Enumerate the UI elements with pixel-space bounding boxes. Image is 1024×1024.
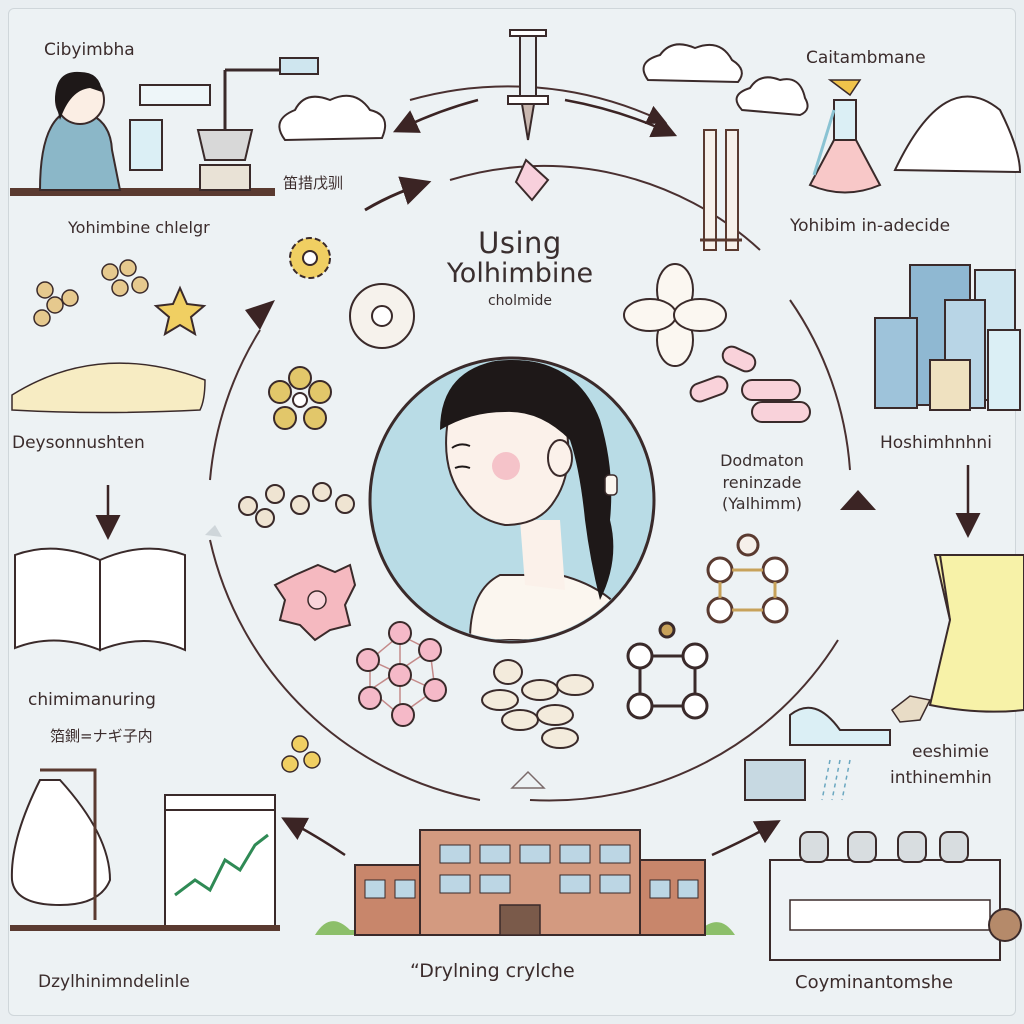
beaker-icon [890,554,1024,723]
center-right-line-1: Dodmaton [720,451,804,470]
pink-gear-icon [273,563,357,642]
label-right-lower-2: inthinemhin [890,768,992,788]
ring-molecule-icon [706,533,789,624]
label-bottom-center: “Drylning crylche [410,960,575,982]
label-right-mid: Hoshimhnhni [880,433,992,453]
powder-bag-icon [10,768,280,931]
label-top-right: Caitambmane [806,48,926,68]
label-top-left: Cibyimbha [44,40,135,60]
flow-arrows [95,98,981,857]
label-bottom-right: Coyminantomshe [795,972,954,993]
portrait-woman [368,356,656,644]
title-line-3: cholmide [487,293,553,309]
capsules-icon [689,345,811,423]
pills-pile-icon [481,659,594,749]
star-icon [153,285,207,337]
label-top-center-small: 笛措戊驯 [283,174,344,192]
lab-scene-top-left [10,57,319,196]
cycle-ring [205,85,876,802]
cloud-icon [278,43,809,142]
faucet-icon [744,706,891,801]
label-left-lower: chimimanuring [28,690,156,710]
flower-tablet-icon [623,263,727,367]
title-line-2: Yolhimbine [446,258,594,289]
center-right-line-3: (Yalhimm) [721,494,803,514]
label-bottom-left: Dzylhinimndelinle [38,972,190,992]
bottles-icon [874,264,1021,411]
chain-molecule-icon [238,482,355,528]
label-top-left-caption: Yohimbine chlelgr [68,218,210,237]
syringe-icon [507,29,549,141]
molecule-clusters [33,259,149,327]
label-left-lower-small: 箔鍘=ナギ子内 [50,727,153,745]
powder-pile-icon [893,95,1022,174]
flower-molecule-icon [281,735,321,773]
gear-icon [289,237,331,279]
yellow-powder-icon [11,362,206,414]
bracket-molecule-icon [626,621,709,720]
stock-chart-icon [164,794,276,931]
title-line-1: Using [478,226,562,260]
flask-icon [808,79,882,194]
page-title: Using Yolhimbine cholmide [415,226,625,309]
center-right-line-2: reninzade [722,472,802,492]
crystal-icon [514,158,550,202]
gold-molecule-icon [268,366,332,430]
ring-tablet-icon [349,283,415,349]
label-top-right-caption: Yohibim in-adecide [790,216,951,236]
label-left-mid: Deysonnushten [12,433,145,453]
pink-lattice-icon [356,621,447,727]
label-right-lower-1: eeshimie [912,742,990,762]
center-right-caption: Dodmaton reninzade (Yalhimm) [682,450,842,515]
test-tubes-icon [700,129,742,251]
factory-building-icon [315,829,735,936]
book-icon [14,547,186,652]
machine-icon [769,831,1022,961]
